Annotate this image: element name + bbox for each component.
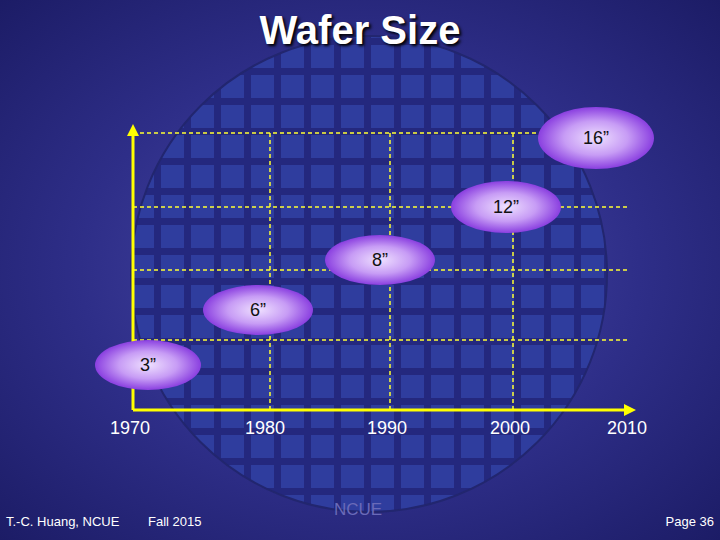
size-bubble: 8”	[325, 235, 435, 285]
size-label: 8”	[372, 250, 388, 271]
axes	[127, 124, 636, 416]
grid-lines	[133, 133, 630, 410]
year-label: 2010	[607, 418, 647, 439]
year-label: 2000	[490, 418, 530, 439]
watermark: NCUE	[334, 500, 382, 520]
wafer	[131, 36, 607, 512]
size-label: 16”	[583, 128, 609, 149]
slide-title: Wafer Size	[0, 8, 720, 53]
author-footer: T.-C. Huang, NCUE	[6, 514, 119, 529]
size-label: 6”	[250, 300, 266, 321]
year-label: 1990	[367, 418, 407, 439]
size-bubble: 6”	[203, 285, 313, 335]
size-bubble: 12”	[451, 181, 561, 233]
year-label: 1970	[110, 418, 150, 439]
size-label: 3”	[140, 355, 156, 376]
term-footer: Fall 2015	[148, 514, 201, 529]
year-label: 1980	[245, 418, 285, 439]
size-bubble: 16”	[538, 107, 654, 169]
page-number: Page 36	[666, 514, 714, 529]
size-bubble: 3”	[95, 340, 201, 390]
size-label: 12”	[493, 197, 519, 218]
